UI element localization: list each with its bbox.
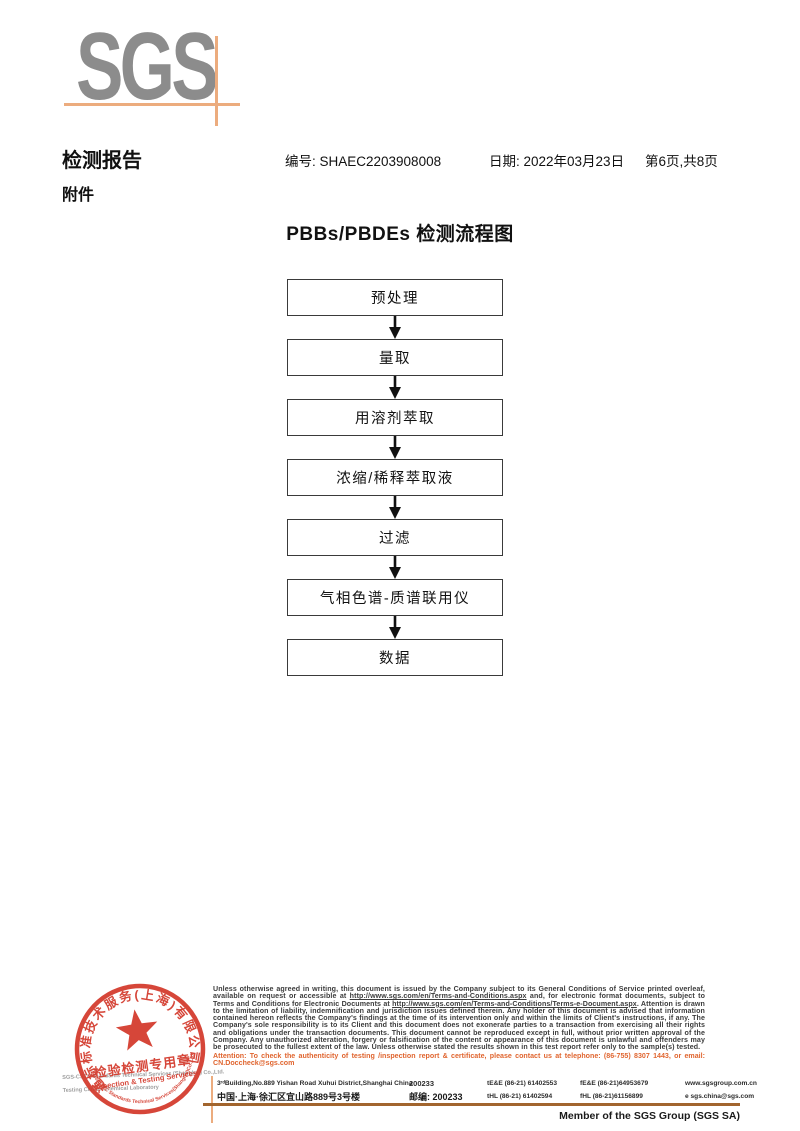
logo-crosshair-vertical — [215, 36, 218, 126]
address-block: 3ʳᵈBuilding,No.889 Yishan Road Xuhui Dis… — [217, 1077, 757, 1103]
email: e sgs.china@sgs.com — [685, 1093, 755, 1100]
star-icon — [115, 1009, 158, 1051]
fax-en: fE&E (86-21)64953679 — [580, 1080, 649, 1087]
telephone-cn: tHL (86-21) 61402594 — [487, 1093, 553, 1100]
terms-link: http://www.sgs.com/en/Terms-and-Conditio… — [349, 992, 527, 1001]
flow-step-box: 量取 — [287, 339, 503, 376]
flow-step-box: 气相色谱-质谱联用仪 — [287, 579, 503, 616]
disclaimer-text-part: . Attention is drawn to the limitation o… — [213, 999, 705, 1052]
arrow-down-icon — [389, 316, 401, 339]
flow-step: 数据 — [287, 639, 503, 676]
report-date: 日期: 2022年03月23日 — [489, 154, 625, 169]
arrow-down-icon — [389, 616, 401, 639]
flow-connector — [287, 436, 503, 459]
flow-connector — [287, 556, 503, 579]
flow-step-box: 预处理 — [287, 279, 503, 316]
flow-step-label: 量取 — [379, 351, 411, 367]
sgs-logo: SGS — [76, 13, 219, 120]
flow-connector — [287, 616, 503, 639]
postcode-cn: 邮编: 200233 — [409, 1092, 463, 1102]
flow-step: 过滤 — [287, 519, 503, 579]
telephone-en: tE&E (86-21) 61402553 — [487, 1080, 558, 1087]
logo-crosshair-horizontal — [64, 103, 240, 106]
flow-step: 浓缩/稀释萃取液 — [287, 459, 503, 519]
footer-crop-mark — [211, 1076, 213, 1123]
flow-step-box: 浓缩/稀释萃取液 — [287, 459, 503, 496]
disclaimer-text: Unless otherwise agreed in writing, this… — [213, 985, 705, 1052]
flow-step-box: 过滤 — [287, 519, 503, 556]
page-indicator: 第6页,共8页 — [645, 154, 718, 169]
seal-ring — [74, 983, 206, 1115]
flow-step-label: 用溶剂萃取 — [355, 411, 435, 427]
flow-step: 气相色谱-质谱联用仪 — [287, 579, 503, 639]
website: www.sgsgroup.com.cn — [685, 1080, 757, 1087]
flow-step-label: 数据 — [379, 651, 411, 667]
footer-legal-block: Unless otherwise agreed in writing, this… — [213, 985, 705, 1068]
address-row-cn: 中国·上海·徐汇区宜山路889号3号楼 邮编: 200233 tHL (86-2… — [217, 1090, 757, 1103]
footer-rule — [203, 1103, 740, 1106]
address-row-en: 3ʳᵈBuilding,No.889 Yishan Road Xuhui Dis… — [217, 1077, 757, 1090]
flow-step-label: 气相色谱-质谱联用仪 — [319, 591, 471, 607]
arrow-down-icon — [389, 556, 401, 579]
member-line: Member of the SGS Group (SGS SA) — [559, 1110, 740, 1122]
flow-step: 量取 — [287, 339, 503, 399]
postcode-en: 200233 — [409, 1079, 435, 1088]
arrow-down-icon — [389, 496, 401, 519]
arrow-down-icon — [389, 376, 401, 399]
flow-step-box: 用溶剂萃取 — [287, 399, 503, 436]
flow-step-box: 数据 — [287, 639, 503, 676]
flowchart: 预处理 量取 — [287, 279, 503, 676]
arrow-down-icon — [389, 436, 401, 459]
attention-note: Attention: To check the authenticity of … — [213, 1051, 705, 1068]
company-seal: 通标标准技术服务(上海)有限公司 SGS-CSTC Standards Tech… — [61, 970, 207, 1115]
flow-connector — [287, 496, 503, 519]
address-cn: 中国·上海·徐汇区宜山路889号3号楼 — [217, 1092, 361, 1102]
address-en: 3ʳᵈBuilding,No.889 Yishan Road Xuhui Dis… — [217, 1080, 413, 1087]
flow-step-label: 过滤 — [379, 531, 411, 547]
flow-connector — [287, 376, 503, 399]
flow-step-label: 预处理 — [371, 291, 419, 307]
terms-link: http://www.sgs.com/en/Terms-and-Conditio… — [392, 999, 637, 1008]
flow-connector — [287, 316, 503, 339]
fax-cn: fHL (86-21)61156899 — [580, 1093, 643, 1100]
flow-step: 用溶剂萃取 — [287, 399, 503, 459]
report-number: 编号: SHAEC2203908008 — [285, 154, 442, 169]
disclaimer-text-part: and, for electronic format documents, su… — [213, 992, 705, 1008]
flow-step-label: 浓缩/稀释萃取液 — [336, 471, 454, 487]
disclaimer-text-part: Unless otherwise agreed in writing, this… — [213, 985, 705, 1001]
attachment-label: 附件 — [62, 187, 95, 204]
report-title: 检测报告 — [62, 150, 142, 172]
flow-step: 预处理 — [287, 279, 503, 339]
flowchart-title: PBBs/PBDEs 检测流程图 — [286, 224, 514, 245]
